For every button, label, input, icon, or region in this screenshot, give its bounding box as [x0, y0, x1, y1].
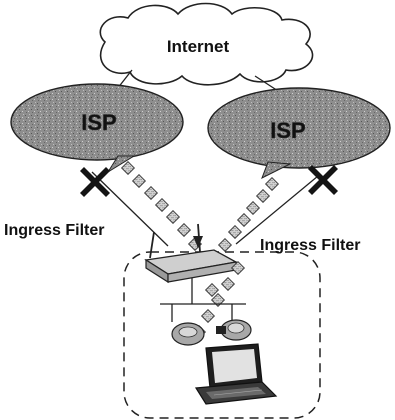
local-network-boundary [123, 251, 321, 419]
router-icon [144, 223, 238, 284]
computer-icon [171, 319, 278, 405]
ingress-filter-label-left: Ingress Filter [4, 222, 104, 239]
isp-left: ISP [10, 83, 184, 173]
link-isp-right-router [235, 175, 319, 245]
packet-stream-left [120, 160, 203, 252]
link-isp-left-router [91, 171, 169, 247]
isp-right: ISP [207, 87, 391, 180]
blocked-x-icon [80, 167, 110, 197]
packet-stream-right [217, 176, 280, 253]
lan-wiring [160, 278, 246, 322]
blocked-x-icon [308, 165, 338, 195]
isp-right-label: ISP [270, 118, 305, 143]
internet-cloud: Internet [99, 2, 314, 86]
internet-label: Internet [167, 37, 230, 56]
cloud-icon [99, 2, 314, 86]
ingress-filter-label-right: Ingress Filter [260, 237, 360, 254]
isp-left-label: ISP [81, 110, 116, 135]
